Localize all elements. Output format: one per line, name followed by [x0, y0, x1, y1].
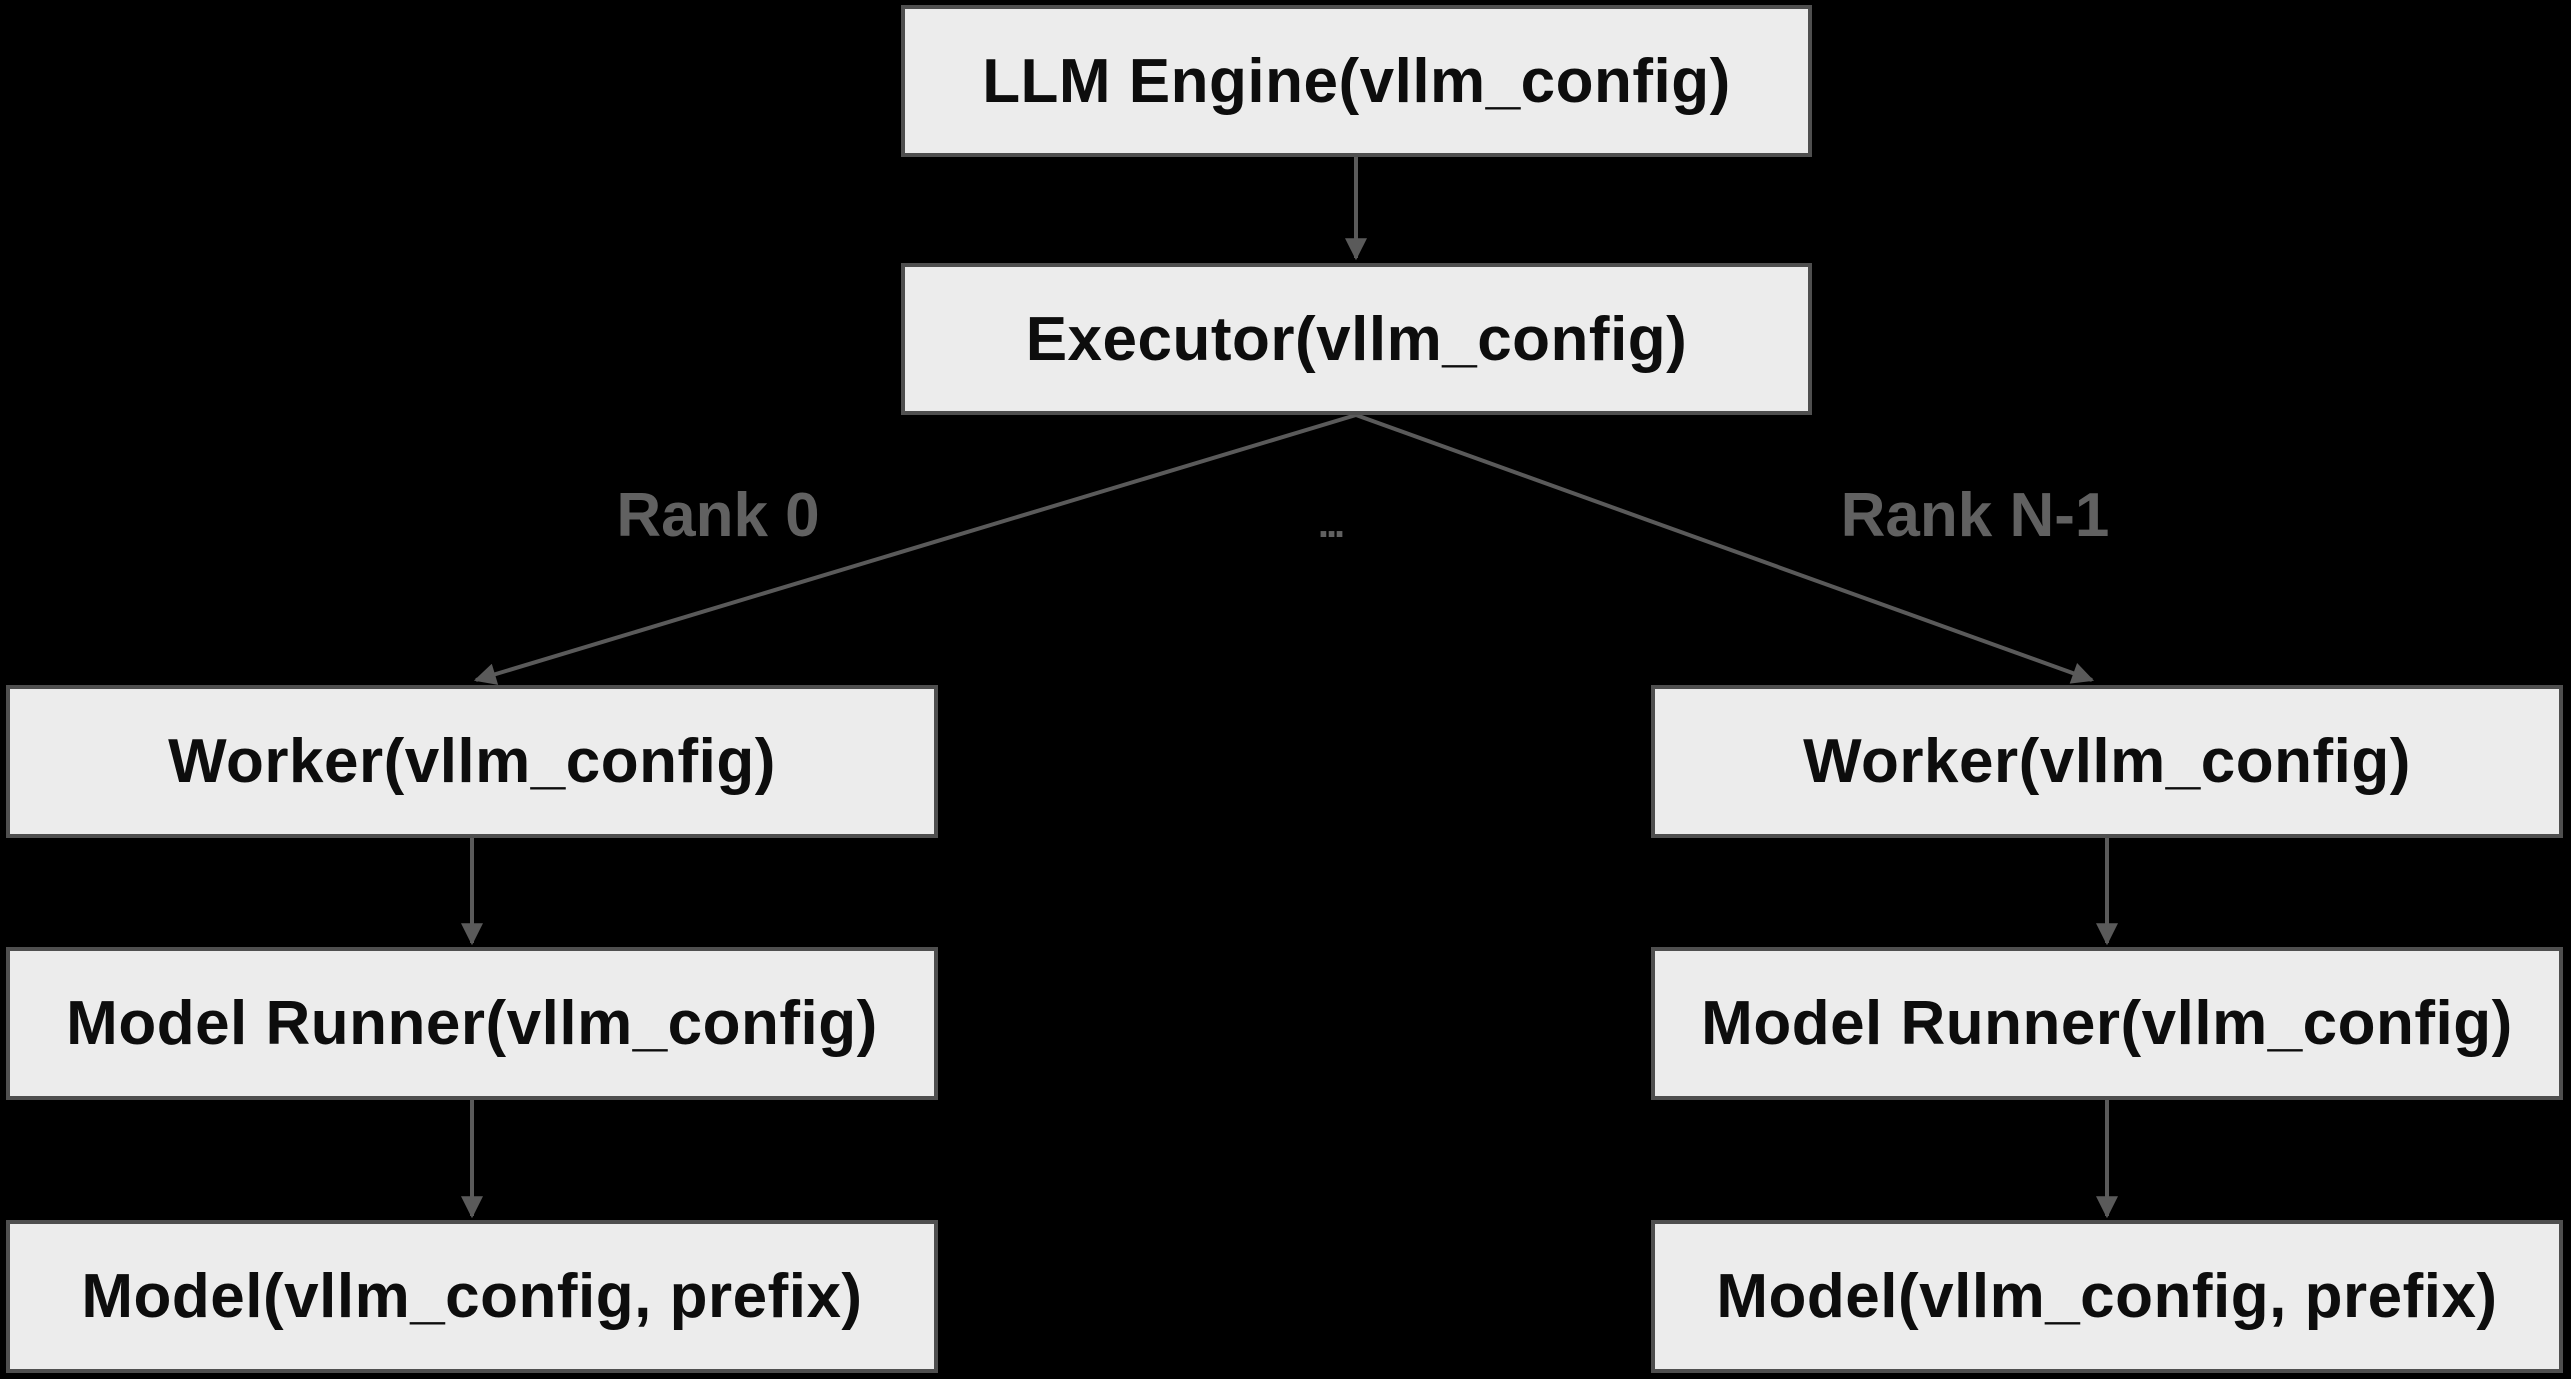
node-worker-left-label: Worker(vllm_config) [168, 727, 776, 796]
edge-executor-to-worker-right [1355, 413, 2095, 684]
node-model-left: Model(vllm_config, prefix) [6, 1220, 938, 1373]
node-executor: Executor(vllm_config) [901, 263, 1812, 415]
node-llm-engine-label: LLM Engine(vllm_config) [982, 46, 1731, 116]
node-model-runner-left-label: Model Runner(vllm_config) [66, 989, 878, 1058]
node-model-runner-right: Model Runner(vllm_config) [1651, 947, 2563, 1100]
node-worker-left: Worker(vllm_config) [6, 685, 938, 838]
edge-label-rank-n-1: Rank N-1 [1840, 481, 2110, 550]
node-model-left-label: Model(vllm_config, prefix) [81, 1262, 863, 1331]
edge-label-rank-0: Rank 0 [616, 481, 820, 550]
node-worker-right: Worker(vllm_config) [1651, 685, 2563, 838]
node-worker-right-label: Worker(vllm_config) [1803, 727, 2411, 796]
node-model-right-label: Model(vllm_config, prefix) [1716, 1262, 2498, 1331]
edge-executor-to-worker-left [473, 413, 1357, 685]
edge-label-ellipsis: ... [1317, 502, 1345, 546]
node-llm-engine: LLM Engine(vllm_config) [901, 5, 1812, 157]
node-model-right: Model(vllm_config, prefix) [1651, 1220, 2563, 1373]
node-model-runner-right-label: Model Runner(vllm_config) [1701, 989, 2513, 1058]
node-executor-label: Executor(vllm_config) [1025, 304, 1688, 374]
node-model-runner-left: Model Runner(vllm_config) [6, 947, 938, 1100]
